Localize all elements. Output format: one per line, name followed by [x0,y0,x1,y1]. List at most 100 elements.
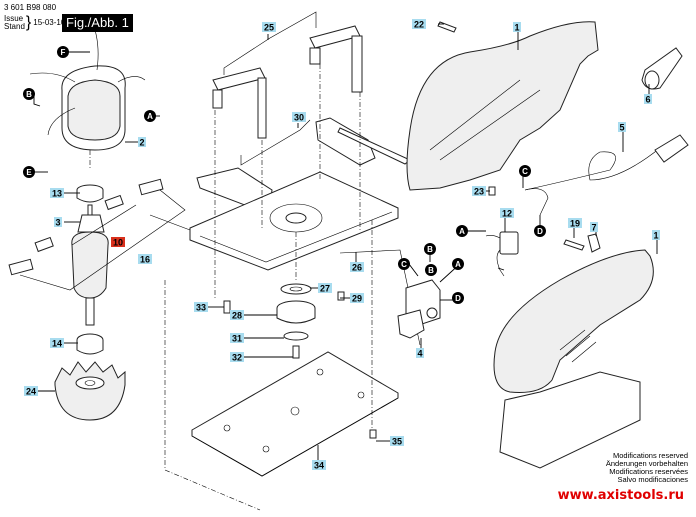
part-label-fan[interactable]: 24 [24,386,38,397]
part-label-housing-half-bottom[interactable]: 1 [652,230,660,241]
part-label-field-coil[interactable]: 2 [138,137,146,148]
part-label-box [652,230,660,240]
part-label-cord-clamp[interactable]: 7 [590,222,598,233]
brush-drawings [8,178,186,291]
part-label-washer[interactable]: 27 [318,283,332,294]
part-label-suppressor[interactable]: 12 [500,208,514,219]
connector-letter: E [26,168,32,177]
connector-a: A [144,110,156,122]
connector-c: C [398,258,410,270]
cord-clamp-drawing [563,233,601,253]
part-label-housing-screw[interactable]: 22 [412,19,426,30]
part-label-box [54,217,62,227]
part-label-box [318,283,332,293]
part-label-base-plate[interactable]: 26 [350,262,364,273]
fan-drawing [54,361,126,421]
connector-circle [23,166,35,178]
part-label-cord-sleeve[interactable]: 6 [644,94,652,105]
part-number: 10 [113,238,123,248]
connector-letter: B [427,245,433,254]
part-label-box [50,188,64,198]
part-number: 1 [653,231,658,241]
part-label-sanding-plate[interactable]: 34 [312,460,326,471]
sanding-plate-drawing [191,351,399,477]
part-label-carbon-brushes[interactable]: 10 [111,237,125,248]
part-label-on-off-switch[interactable]: 4 [416,348,424,359]
modifications-notice: Modifications reserved Änderungen vorbeh… [606,452,688,484]
cord-sleeve-drawing [641,47,683,90]
part-number: 6 [645,95,650,105]
part-number: 13 [52,189,62,199]
connector-circle [456,225,468,237]
part-number: 4 [417,349,422,359]
part-label-bearing-bottom[interactable]: 14 [50,338,64,349]
connector-circle [57,46,69,58]
part-number: 25 [264,23,274,33]
part-label-housing-half-top[interactable]: 1 [513,22,521,33]
part-label-screw[interactable]: 29 [350,293,364,304]
part-label-washer-small[interactable]: 31 [230,333,244,344]
part-label-clamping-lever-set[interactable]: 30 [292,112,306,123]
part-label-box [390,436,404,446]
part-label-box [472,186,486,196]
connector-circle [23,88,35,100]
part-label-box [350,262,364,272]
connector-b: B [23,88,35,100]
part-label-power-cord[interactable]: 5 [618,122,626,133]
part-number: 33 [196,303,206,313]
modifications-line-fr: Modifications reservées [609,467,688,476]
connector-b: B [425,264,437,276]
part-label-counterweight[interactable]: 28 [230,310,244,321]
part-label-screw-center[interactable]: 32 [230,352,244,363]
part-number: 22 [414,20,424,30]
part-number: 31 [232,334,242,344]
support-feet-drawing [212,11,363,139]
connector-letter: B [428,266,434,275]
housing-bottom-drawing [493,249,654,469]
part-number: 24 [26,387,36,397]
part-number: 23 [474,187,484,197]
part-label-box [230,333,244,343]
part-label-box [350,293,364,303]
part-number: 5 [619,123,624,133]
connector-e: E [23,166,35,178]
part-label-screw-left[interactable]: 33 [194,302,208,313]
housing-top-drawing [406,21,599,191]
part-label-box [292,112,306,122]
connector-circle [452,292,464,304]
modifications-line-de: Änderungen vorbehalten [605,459,688,468]
part-label-bearing-top[interactable]: 13 [50,188,64,199]
part-label-armature[interactable]: 3 [54,217,62,228]
website-link[interactable]: www.axistools.ru [557,488,684,503]
part-label-brush-holder-set[interactable]: 16 [138,254,152,265]
modifications-line-es: Salvo modificaciones [617,475,688,484]
power-cord-drawing [488,134,689,216]
part-label-plug[interactable]: 23 [472,186,486,197]
issue-date: 15-03-10 [33,18,66,27]
part-label-box [262,22,276,32]
connector-letter: B [26,90,32,99]
part-label-screw-plate[interactable]: 35 [390,436,404,447]
part-label-support-feet-set[interactable]: 25 [262,22,276,33]
counterweight-drawing [223,283,377,439]
part-number: 7 [591,223,596,233]
part-label-box [590,222,598,232]
connector-letter: F [61,48,66,57]
issue-label: Issue [4,14,24,23]
part-number: 19 [570,219,580,229]
connector-circle [452,258,464,270]
stand-label: Stand [4,22,25,31]
connector-circle [519,165,531,177]
part-label-box [412,19,426,29]
switch-drawing [397,279,441,339]
connector-circle [424,243,436,255]
figure-label: Fig./Abb. 1 [62,14,133,32]
part-label-tapping-screw[interactable]: 19 [568,218,582,229]
part-label-box [24,386,38,396]
part-label-box [111,237,125,247]
bearing-14-drawing [76,333,104,355]
suppressor-drawing [485,231,519,277]
